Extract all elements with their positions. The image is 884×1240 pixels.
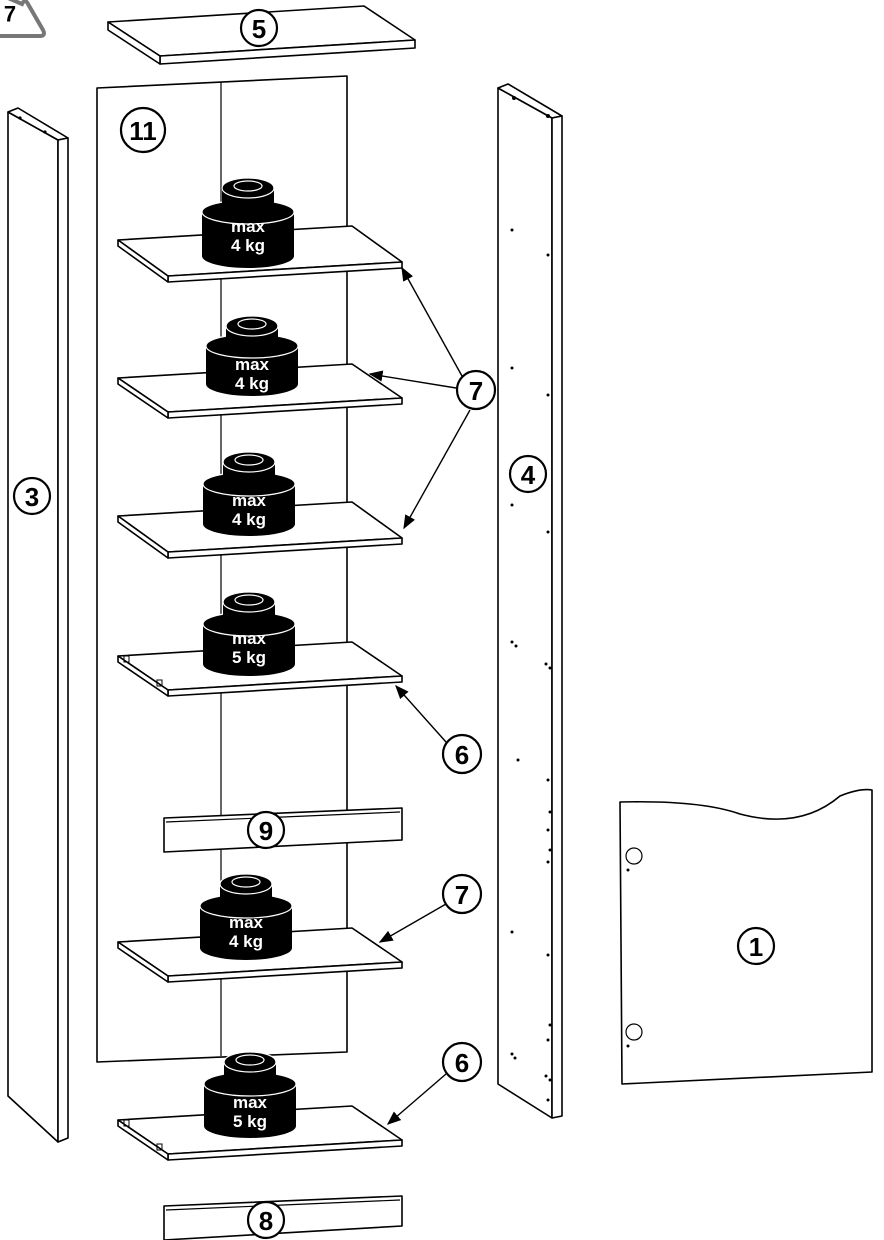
weight-5: max 4 kg (199, 873, 293, 960)
middle-rail: 9 (163, 807, 403, 853)
weight-6-line1: max (233, 1093, 268, 1112)
part-label-9: 9 (259, 816, 273, 846)
weight-3-line2: 4 kg (232, 510, 266, 529)
part-label-5: 5 (252, 14, 266, 44)
top-panel: 5 (107, 5, 416, 65)
callout-7-upper: 7 (368, 266, 497, 530)
weight-4-line1: max (232, 629, 267, 648)
step-number: 7 (4, 2, 16, 27)
callout-6-bottom: 6 (386, 1041, 483, 1125)
left-side-panel: 3 (7, 107, 69, 1143)
weight-4-line2: 5 kg (232, 648, 266, 667)
part-label-4: 4 (521, 460, 536, 490)
weight-6: max 5 kg (203, 1051, 297, 1138)
callout-7-lower: 7 (378, 873, 483, 943)
part-label-7-upper: 7 (469, 376, 483, 406)
weight-5-line1: max (229, 913, 264, 932)
right-side-panel: 4 (497, 83, 563, 1119)
weight-4: max 5 kg (202, 591, 296, 676)
bottom-rail: 8 (163, 1195, 403, 1240)
part-label-3: 3 (25, 482, 39, 512)
part-label-6-middle: 6 (455, 740, 469, 770)
weight-3: max 4 kg (202, 451, 296, 536)
callout-6-middle: 6 (395, 684, 483, 775)
weight-2-line2: 4 kg (235, 374, 269, 393)
weight-2: max 4 kg (205, 315, 299, 396)
door-panel: 1 (619, 788, 873, 1085)
weight-2-line1: max (235, 355, 270, 374)
part-label-6-bottom: 6 (455, 1048, 469, 1078)
weight-1-line1: max (231, 217, 266, 236)
part-label-7-lower: 7 (455, 880, 469, 910)
part-label-1: 1 (749, 932, 763, 962)
weight-1-line2: 4 kg (231, 236, 265, 255)
weight-1: max 4 kg (201, 177, 295, 268)
weight-6-line2: 5 kg (233, 1112, 267, 1131)
weight-3-line1: max (232, 491, 267, 510)
part-label-11: 11 (129, 116, 157, 146)
step-badge: 7 (0, 0, 46, 38)
weight-5-line2: 4 kg (229, 932, 263, 951)
part-label-8: 8 (259, 1206, 273, 1236)
